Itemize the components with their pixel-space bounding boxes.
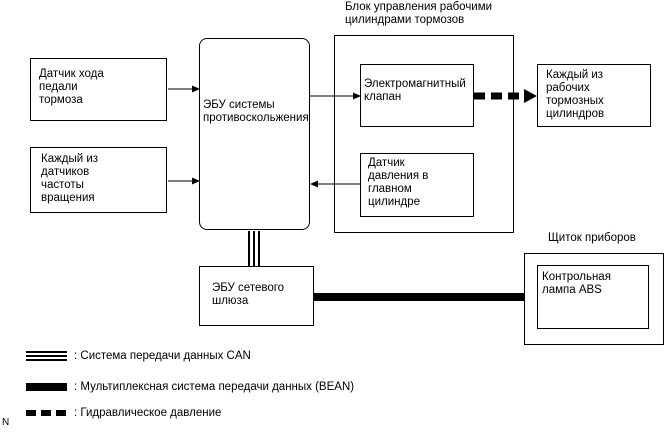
legend-bean-label: : Мультиплексная система передачи данных… <box>74 381 355 393</box>
gateway-ecu-label: ЭБУ сетевого шлюза <box>212 282 285 307</box>
can-bus-link <box>248 231 260 266</box>
legend-hydraulic-label: : Гидравлическое давление <box>74 407 222 419</box>
speed-sensors-label: Каждый из датчиков частоты вращения <box>41 153 99 204</box>
abs-warning-lamp-box: Контрольная лампа ABS <box>537 265 649 329</box>
wheel-cylinders-label: Каждый из рабочих тормозных цилиндров <box>546 69 605 120</box>
corner-mark: N <box>2 417 10 428</box>
stroke-sensor-label: Датчик хода педали тормоза <box>39 68 104 106</box>
skid-control-ecu-label: ЭБУ системы противоскольжения <box>203 99 309 124</box>
combination-meter-frame: Контрольная лампа ABS <box>524 253 664 345</box>
master-pressure-sensor-box: Датчик давления в главном цилиндре <box>360 153 474 217</box>
speed-sensors-box: Каждый из датчиков частоты вращения <box>30 147 167 213</box>
brake-actuator-group-title: Блок управления рабочими цилиндрами торм… <box>345 1 493 26</box>
solenoid-valve-box: Электромагнитный клапан <box>360 64 474 127</box>
combination-meter-title: Щиток приборов <box>548 232 636 244</box>
hydraulic-arrowhead <box>524 89 537 103</box>
stroke-sensor-box: Датчик хода педали тормоза <box>30 58 167 121</box>
abs-warning-lamp-label: Контрольная лампа ABS <box>542 271 611 296</box>
legend-can-label: : Система передачи данных CAN <box>74 350 251 362</box>
solenoid-valve-label: Электромагнитный клапан <box>364 78 466 103</box>
wheel-cylinders-box: Каждый из рабочих тормозных цилиндров <box>537 64 651 127</box>
gateway-ecu-box: ЭБУ сетевого шлюза <box>199 266 314 326</box>
brake-actuator-group-frame <box>334 35 514 233</box>
legend-can-symbol <box>26 351 67 361</box>
master-pressure-sensor-label: Датчик давления в главном цилиндре <box>368 157 429 208</box>
skid-control-ecu-box: ЭБУ системы противоскольжения <box>199 38 310 230</box>
